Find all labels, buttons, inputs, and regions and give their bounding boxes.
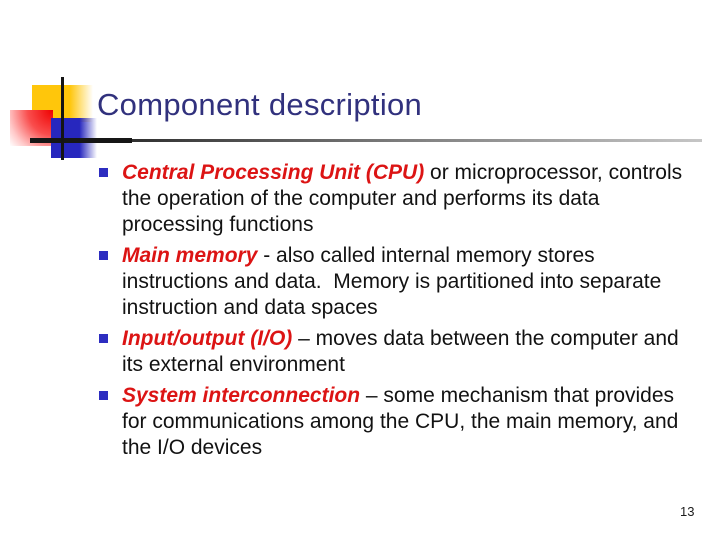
list-item: Input/output (I/O) – moves data between … xyxy=(99,326,695,378)
bullet-body-text: or microprocessor, controls the operatio… xyxy=(122,161,688,236)
bullet-lead-text: Central Processing Unit (CPU) xyxy=(122,161,425,184)
bullet-square-icon xyxy=(99,391,108,400)
bullet-square-icon xyxy=(99,168,108,177)
bullet-square-icon xyxy=(99,334,108,343)
ornament-vertical-line xyxy=(61,77,64,160)
list-item: System interconnection – some mechanism … xyxy=(99,383,695,461)
page-number: 13 xyxy=(680,504,695,519)
bullet-lead-text: Main memory xyxy=(122,244,258,267)
bullet-body-text: - also called internal memory stores ins… xyxy=(122,244,668,319)
slide-title: Component description xyxy=(97,87,423,122)
bullet-lead-text: Input/output (I/O) xyxy=(122,327,293,350)
bullet-square-icon xyxy=(99,251,108,260)
bullet-body-text: – moves data between the computer and it… xyxy=(122,327,685,376)
list-item: Main memory - also called internal memor… xyxy=(99,243,695,321)
title-divider-line xyxy=(30,139,702,142)
list-item: Central Processing Unit (CPU) or micropr… xyxy=(99,160,695,238)
bullet-lead-text: System interconnection xyxy=(122,384,361,407)
bullet-list: Central Processing Unit (CPU) or micropr… xyxy=(99,160,695,466)
bullet-body-text: – some mechanism that provides for commu… xyxy=(122,384,685,459)
ornament-horizontal-line xyxy=(30,138,132,143)
